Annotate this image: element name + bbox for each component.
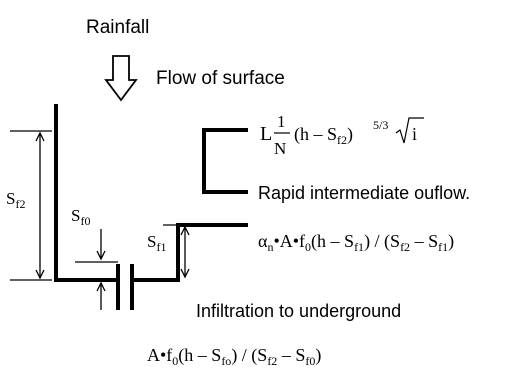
svg-text:i: i [412,124,417,144]
flow-of-surface-label: Flow of surface [156,68,285,89]
surface-flow-formula: L 1 N (h – Sf2) 5/3 i [260,112,424,158]
sf1-dimension [163,224,200,279]
svg-text:5/3: 5/3 [373,118,388,132]
svg-text:(h – Sf2): (h – Sf2) [294,124,353,147]
svg-text:L: L [260,123,272,145]
bottom-outlet [116,264,134,310]
svg-text:N: N [274,139,286,158]
rainfall-label: Rainfall [86,17,149,38]
intermediate-outflow-formula: αn•A•f0(h – Sf1) / (Sf2 – Sf1) [258,231,454,254]
sf2-label: Sf2 [6,189,25,211]
underground-formula: A•f0(h – Sfo) / (Sf2 – Sf0) [147,345,321,368]
sf2-dimension [10,130,52,281]
tank-walls [54,104,248,282]
svg-text:1: 1 [277,112,286,131]
sf1-label: Sf1 [147,232,166,254]
rainfall-arrow-icon [104,55,138,102]
infiltration-label: Infiltration to underground [196,301,401,321]
sf0-dimension [75,229,118,310]
sf0-label: Sf0 [71,206,90,228]
rapid-outflow-label: Rapid intermediate ouflow. [258,183,470,203]
